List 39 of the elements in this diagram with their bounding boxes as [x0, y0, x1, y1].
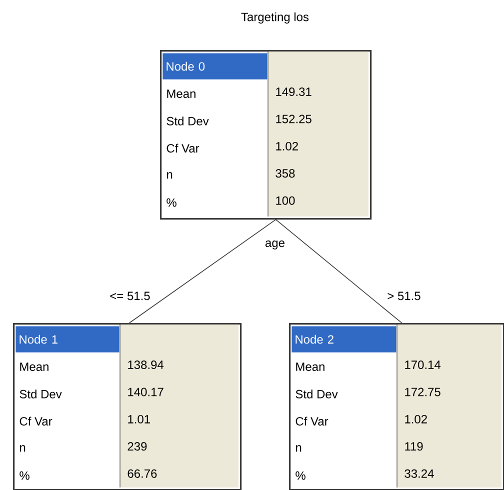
row-value: 138.94: [128, 360, 164, 370]
row-value: 239: [128, 442, 147, 451]
connector-line: [128, 219, 276, 324]
row-label: Cf Var: [20, 416, 52, 426]
row-label: %: [296, 471, 306, 480]
row-value: 140.17: [128, 388, 164, 396]
row-value: 1.01: [128, 414, 150, 424]
row-value: 152.25: [276, 114, 312, 124]
split-label: age: [264, 240, 286, 250]
connector-line: [275, 219, 402, 324]
header-cell: Node 2: [292, 326, 396, 352]
row-label: Std Dev: [20, 390, 62, 398]
row-value: 149.31: [276, 88, 312, 96]
row-value: 358: [276, 169, 295, 178]
header-cell: Node 0: [162, 53, 268, 80]
row-label: %: [20, 471, 30, 480]
title: Targeting los: [241, 12, 309, 24]
row-value: 172.75: [405, 388, 440, 396]
edge-label: > 51.5: [385, 290, 423, 302]
row-label: Mean: [20, 362, 48, 371]
row-value: 170.14: [405, 360, 441, 370]
edge-label: <= 51.5: [108, 290, 152, 302]
row-value: 100: [276, 196, 295, 205]
row-label: Std Dev: [296, 390, 338, 398]
row-label: Mean: [167, 90, 196, 98]
row-label: Cf Var: [296, 416, 328, 426]
row-label: n: [167, 172, 172, 179]
row-value: 1.02: [405, 414, 427, 424]
row-value: 33.24: [404, 469, 434, 478]
row-label: n: [20, 445, 26, 452]
row-value: 66.76: [128, 469, 157, 478]
header-cell: Node 1: [16, 326, 120, 352]
row-label: Std Dev: [166, 116, 209, 126]
row-label: n: [296, 445, 302, 452]
row-label: Mean: [296, 362, 324, 371]
row-label: Cf Var: [166, 144, 200, 153]
row-label: %: [166, 198, 176, 207]
row-value: 1.02: [276, 142, 298, 150]
row-value: 119: [405, 442, 423, 451]
